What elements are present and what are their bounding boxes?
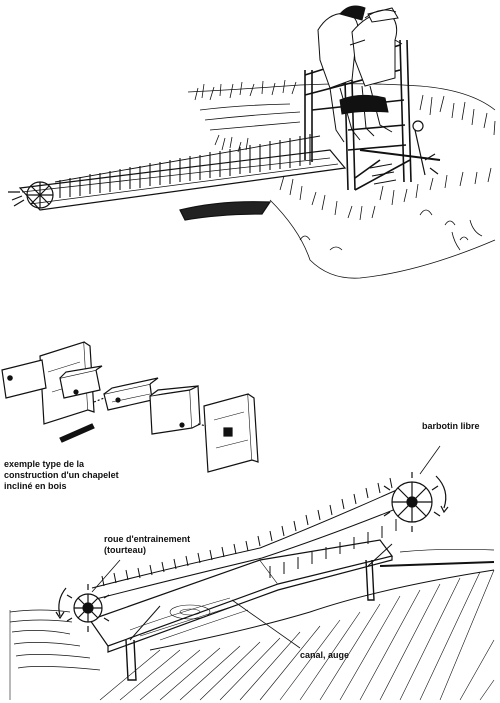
inclined-trough-top: [18, 149, 347, 211]
upper-free-sprocket: [383, 445, 449, 532]
construction-caption-line-2: construction d'un chapelet: [4, 470, 119, 480]
construction-caption: exemple type de la construction d'un cha…: [4, 459, 119, 492]
roue-entrainement-label: roue d'entrainement (tourteau): [104, 534, 214, 556]
link-piece-middle: [93, 377, 201, 435]
trough-fence-slats: [54, 134, 321, 198]
ground-hatching: [99, 569, 495, 701]
grass-bank-front: [269, 167, 496, 279]
canal-auge-label: canal, auge: [300, 650, 349, 661]
construction-caption-line-1: exemple type de la: [4, 459, 85, 469]
bottom-chain-pump-diagram: [9, 445, 495, 701]
lower-driving-wheel: [55, 559, 121, 632]
water-right-upper: [379, 548, 495, 567]
barbotin-libre-label: barbotin libre: [422, 421, 480, 432]
water-left: [9, 609, 101, 700]
worker-figures: [317, 5, 403, 143]
wooden-trough: [89, 539, 394, 653]
barbotin-libre-text: barbotin libre: [422, 421, 480, 431]
chain-link-construction-detail: [1, 341, 259, 473]
paddle-board-right: [197, 393, 259, 473]
water-channel-top: [179, 201, 272, 221]
canal-auge-text: canal, auge: [300, 650, 350, 660]
roue-label-line-2: (tourteau): [104, 545, 146, 555]
support-posts: [125, 543, 393, 681]
roue-label-line-1: roue d'entrainement: [104, 534, 191, 544]
top-scene-pedal-pump: [8, 5, 496, 279]
lower-wheel-top: [8, 181, 54, 209]
pedal-axle: [359, 120, 441, 176]
paddle-chain: [91, 477, 419, 601]
connecting-pin: [59, 423, 95, 443]
grass-bank-back: [187, 79, 496, 153]
canal-leader-line: [231, 599, 301, 649]
link-piece-left: [1, 359, 103, 399]
construction-caption-line-3: incliné en bois: [4, 481, 67, 491]
